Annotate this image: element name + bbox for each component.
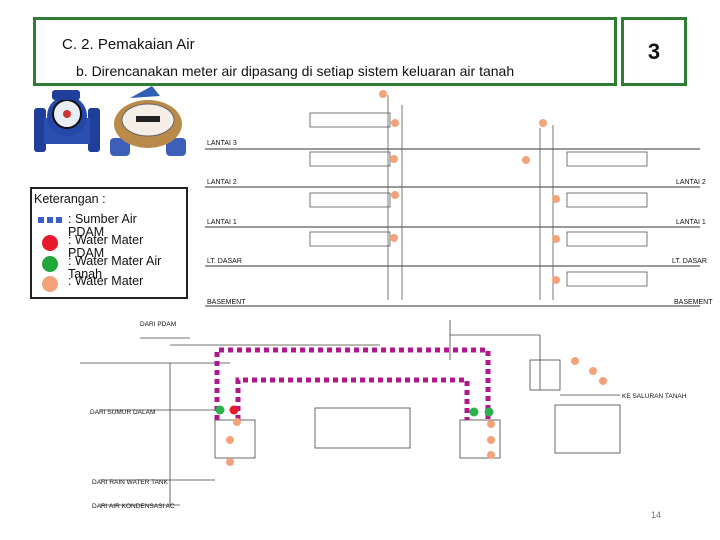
legend-label: : Sumber Air PDAM <box>68 212 137 239</box>
legend-label: : Water Mater PDAM <box>68 233 144 260</box>
slide-number: 3 <box>647 38 661 64</box>
label-dari-pdam: DARI PDAM <box>140 321 176 328</box>
floor-label-lt-dasar: LT. DASAR <box>207 258 242 265</box>
slide-subtitle: b. Direncanakan meter air dipasang di se… <box>76 63 515 79</box>
water-meter-blue-image <box>34 90 100 152</box>
floor-label-right-lantai-1: LANTAI 1 <box>676 219 706 226</box>
blue-dash-line-icon <box>38 217 64 223</box>
legend-title: Keterangan : <box>34 192 106 206</box>
legend-item-sumber-air-pdam: : Sumber Air PDAM <box>38 213 186 239</box>
floor-label-basement: BASEMENT <box>207 299 246 306</box>
slide-number-box: 3 <box>621 17 687 86</box>
floor-label-lantai-3: LANTAI 3 <box>207 140 237 147</box>
legend-box: Keterangan : : Sumber Air PDAM : Water M… <box>30 187 188 299</box>
label-dari-air-kondensasi: DARI AIR KONDENSASI AC <box>92 503 175 510</box>
title-box: C. 2. Pemakaian Air b. Direncanakan mete… <box>33 17 617 86</box>
orange-circle-icon <box>42 276 58 292</box>
floor-label-lantai-1: LANTAI 1 <box>207 219 237 226</box>
footer-page-number: 14 <box>651 510 662 520</box>
section-title: C. 2. Pemakaian Air <box>62 36 195 53</box>
label-dari-rain-water-tank: DARI RAIN WATER TANK <box>92 479 169 486</box>
legend-item-water-meter-pdam: : Water Mater PDAM <box>38 234 186 260</box>
floor-label-right-basement: BASEMENT <box>674 299 713 306</box>
label-ke-saluran-tanah: KE SALURAN TANAH <box>622 393 687 400</box>
red-circle-icon <box>42 235 58 251</box>
floor-label-right-lantai-2: LANTAI 2 <box>676 179 706 186</box>
legend-label: : Water Mater Air Tanah <box>68 254 162 281</box>
floor-label-right-lt-dasar: LT. DASAR <box>672 258 707 265</box>
legend-label: : Water Mater <box>68 274 144 288</box>
water-meter-brass-image <box>110 86 186 156</box>
legend-item-water-meter-air-tanah: : Water Mater Air Tanah <box>38 255 186 281</box>
floor-label-lantai-2: LANTAI 2 <box>207 179 237 186</box>
legend-item-water-meter: : Water Mater <box>38 275 186 293</box>
green-circle-icon <box>42 256 58 272</box>
label-dari-sumur-dalam: DARI SUMUR DALAM <box>90 409 155 416</box>
